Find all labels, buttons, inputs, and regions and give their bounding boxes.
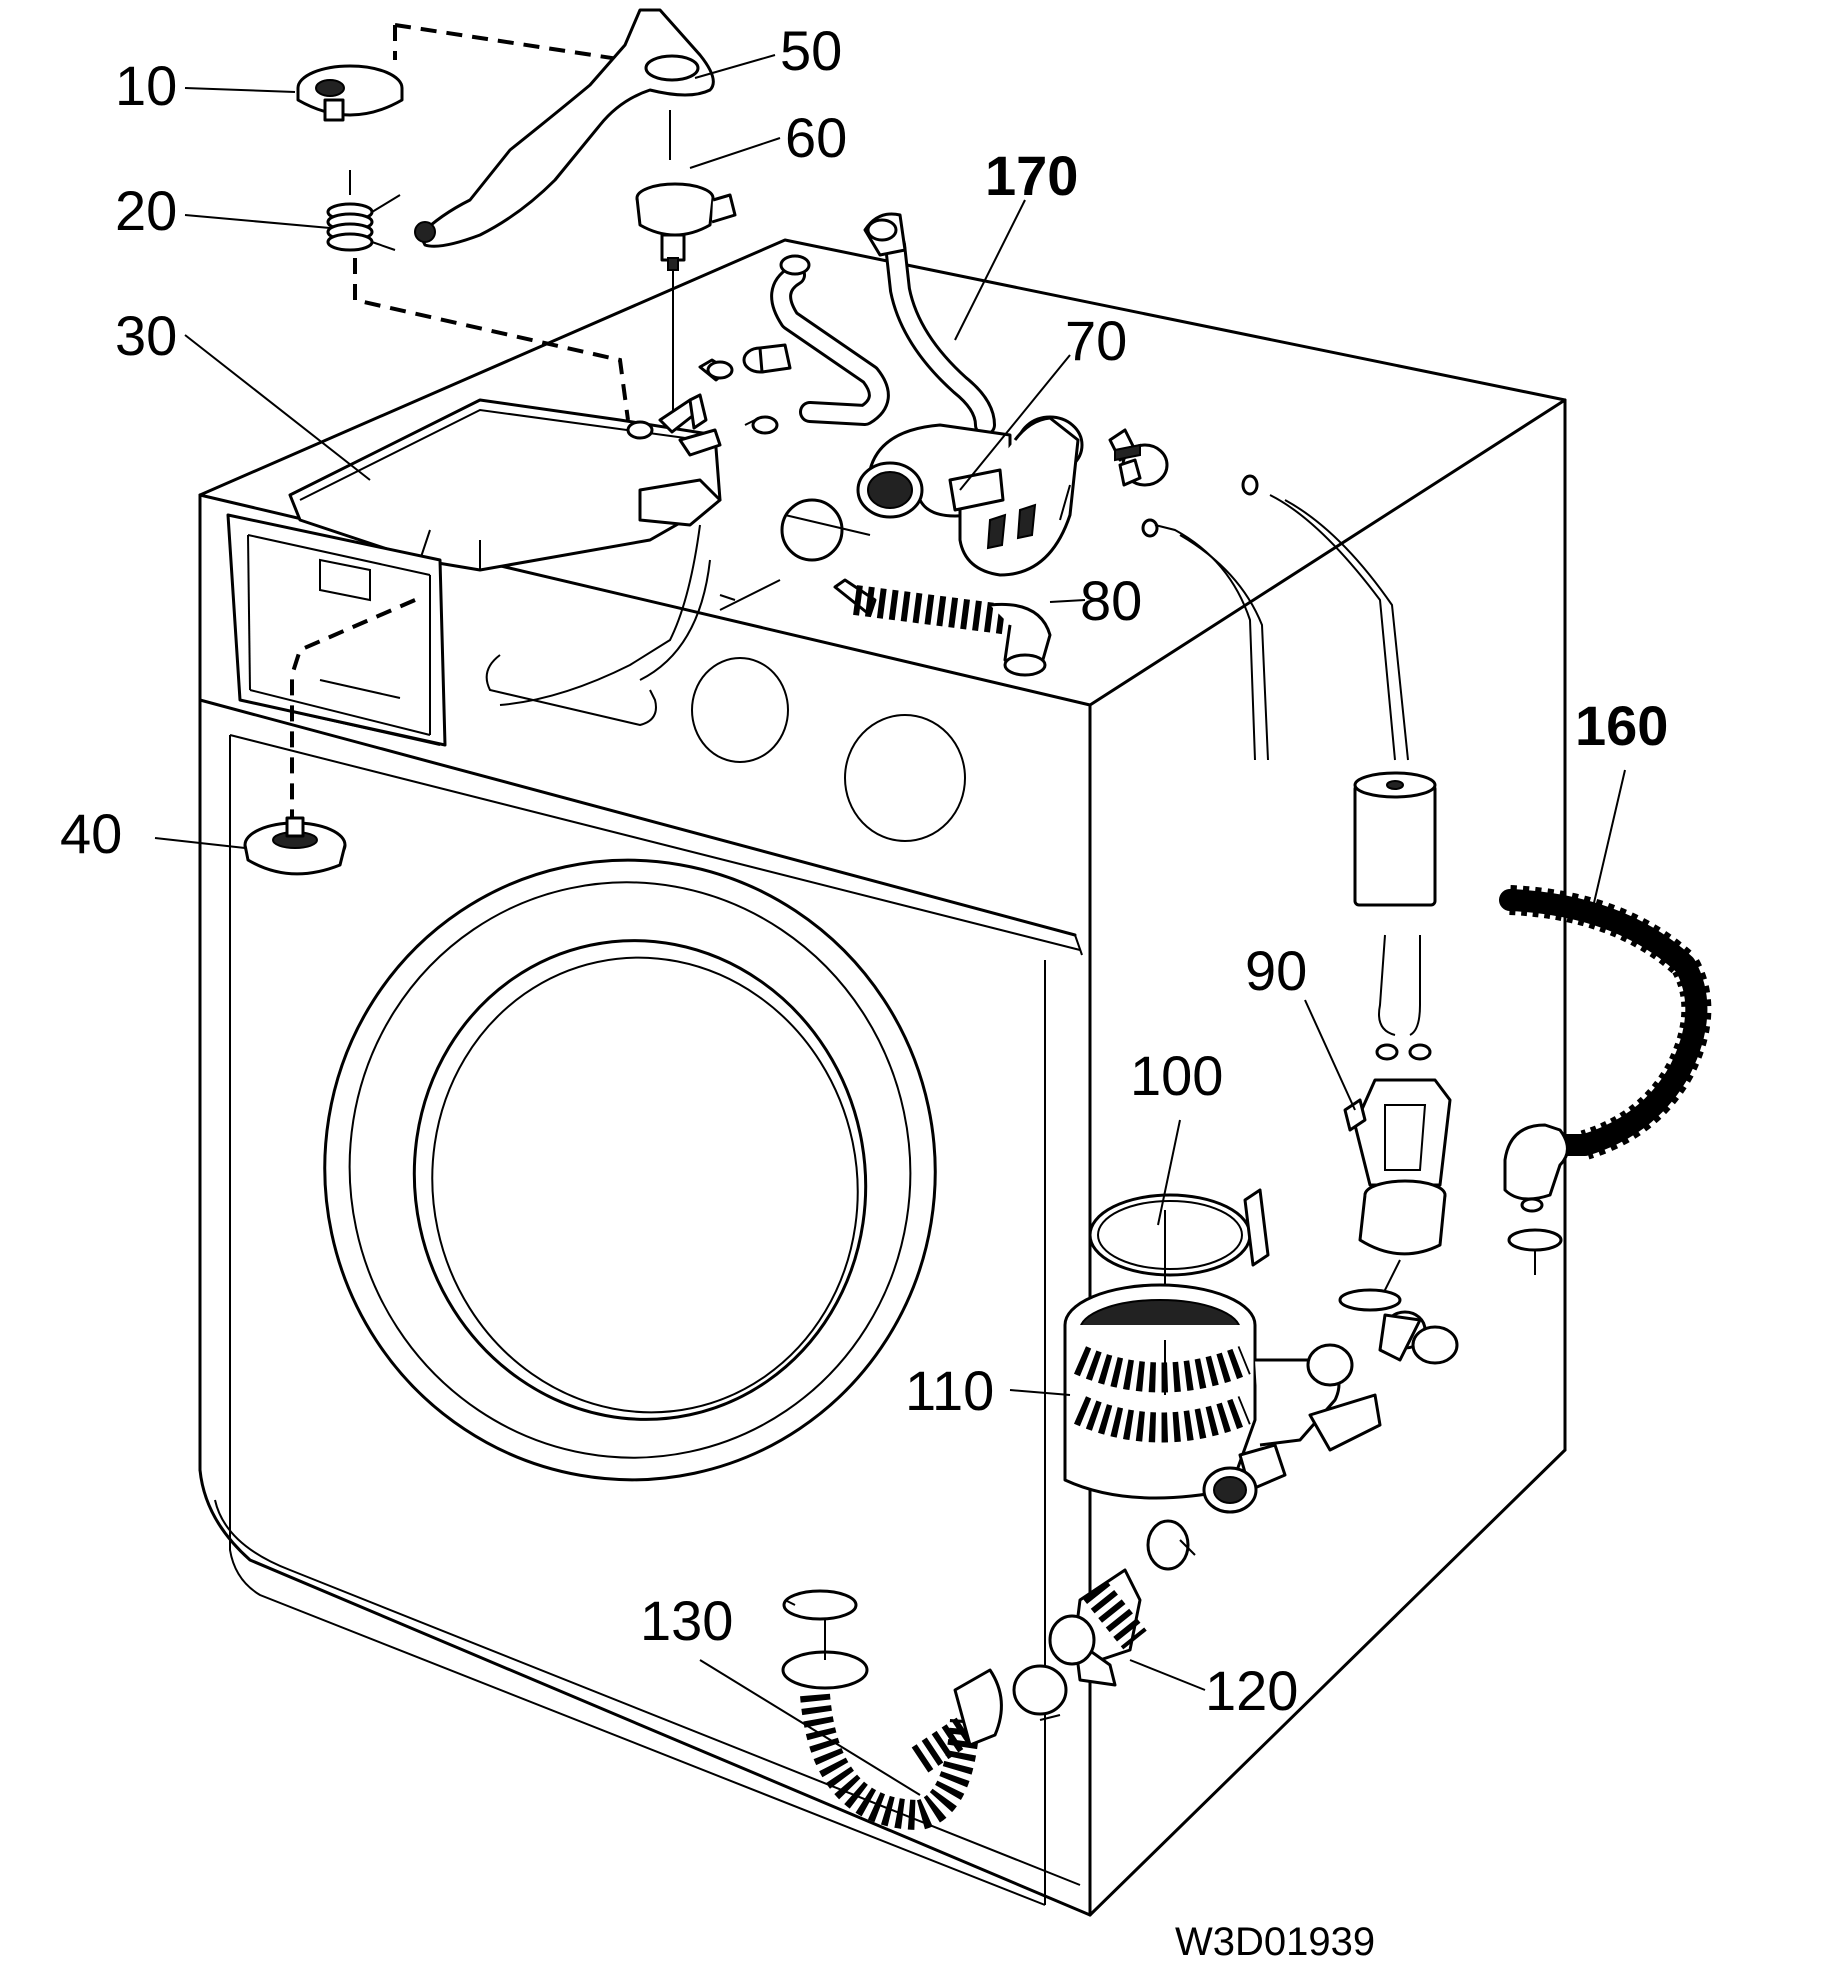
label-170: 170 (985, 144, 1078, 207)
part-130-drain-bend (781, 1589, 1068, 1831)
label-40: 40 (60, 802, 122, 865)
part-170-hose (863, 212, 996, 436)
label-30: 30 (115, 304, 177, 367)
inlet-hoses (688, 254, 890, 435)
part-70-elbow (856, 415, 1259, 577)
label-20: 20 (115, 179, 177, 242)
part-80-bellows-hose (780, 498, 1052, 677)
label-100: 100 (1130, 1044, 1223, 1107)
part-110-sump (1063, 1283, 1459, 1514)
drawing-code: W3D01939 (1175, 1920, 1375, 1964)
part-60-valve (635, 182, 737, 500)
label-160: 160 (1575, 694, 1668, 757)
label-10: 10 (115, 54, 177, 117)
part-100-clamp-ring (1088, 1188, 1270, 1300)
part-30-detergent-dispenser (226, 398, 781, 820)
part-120-pump-clamp (1048, 1519, 1196, 1687)
part-40-knob (243, 816, 347, 876)
label-70: 70 (1065, 309, 1127, 372)
label-110: 110 (905, 1359, 994, 1422)
part-number-labels: 10 20 30 40 50 60 70 80 90 100 110 120 1… (60, 19, 1668, 1722)
control-panel-openings (485, 654, 966, 842)
leader-lines (154, 54, 1626, 1796)
part-50-lever (414, 8, 715, 248)
door (323, 858, 937, 1482)
label-50: 50 (780, 19, 842, 82)
label-90: 90 (1245, 939, 1307, 1002)
part-90-suppressor (1154, 494, 1452, 1301)
part-160-drain-hose (1499, 885, 1712, 1275)
part-20-spring (326, 170, 630, 421)
label-130: 130 (640, 1589, 733, 1652)
label-80: 80 (1080, 569, 1142, 632)
label-60: 60 (785, 106, 847, 169)
part-10-knob (296, 23, 626, 122)
label-120: 120 (1205, 1659, 1298, 1722)
